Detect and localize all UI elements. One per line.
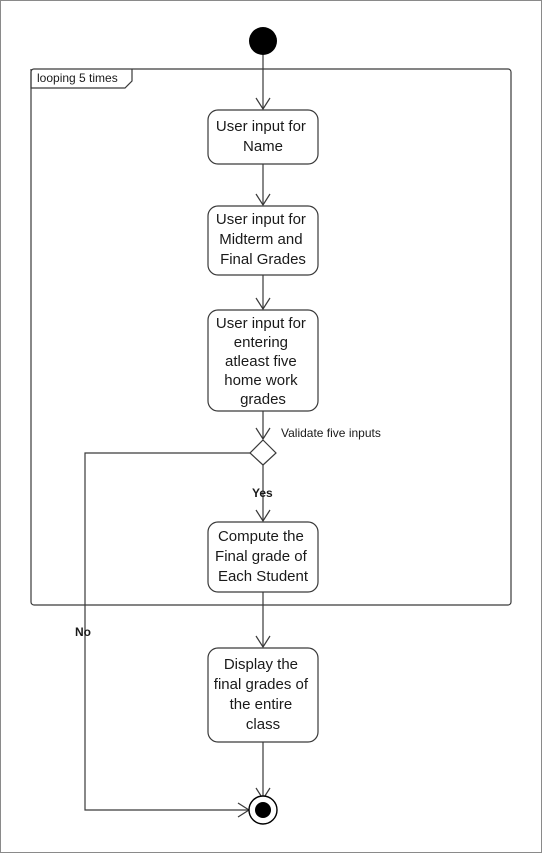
initial-node [249, 27, 277, 55]
arrowhead-icon [255, 193, 271, 207]
decision-node [249, 439, 277, 466]
activity-input-grades [207, 205, 319, 276]
activity-label: User input for Name [216, 118, 310, 155]
flow-decision-no [84, 452, 250, 811]
activity-input-name [207, 109, 319, 165]
activity-label: User input for Midterm and Final Grades [216, 211, 310, 268]
yes-label: Yes [252, 486, 273, 500]
decision-label: Validate five inputs [281, 426, 381, 440]
arrowhead-icon [255, 509, 271, 523]
activity-label: Compute the Final grade of Each Student [215, 528, 311, 585]
activity-label: User input for entering atleast five hom… [216, 315, 310, 408]
activity-label: Display the final grades of the entire c… [214, 656, 312, 733]
loop-label: looping 5 times [37, 71, 118, 85]
arrowhead-icon [255, 97, 271, 111]
loop-frame-tab [30, 69, 133, 89]
arrowhead-icon [255, 635, 271, 649]
activity-input-homework [207, 309, 319, 412]
final-node-core [255, 802, 271, 818]
no-label: No [75, 625, 91, 639]
arrowhead-icon [255, 427, 271, 441]
arrowhead-icon [255, 297, 271, 311]
activity-display-grades [207, 647, 319, 743]
activity-compute-grade [207, 521, 319, 593]
